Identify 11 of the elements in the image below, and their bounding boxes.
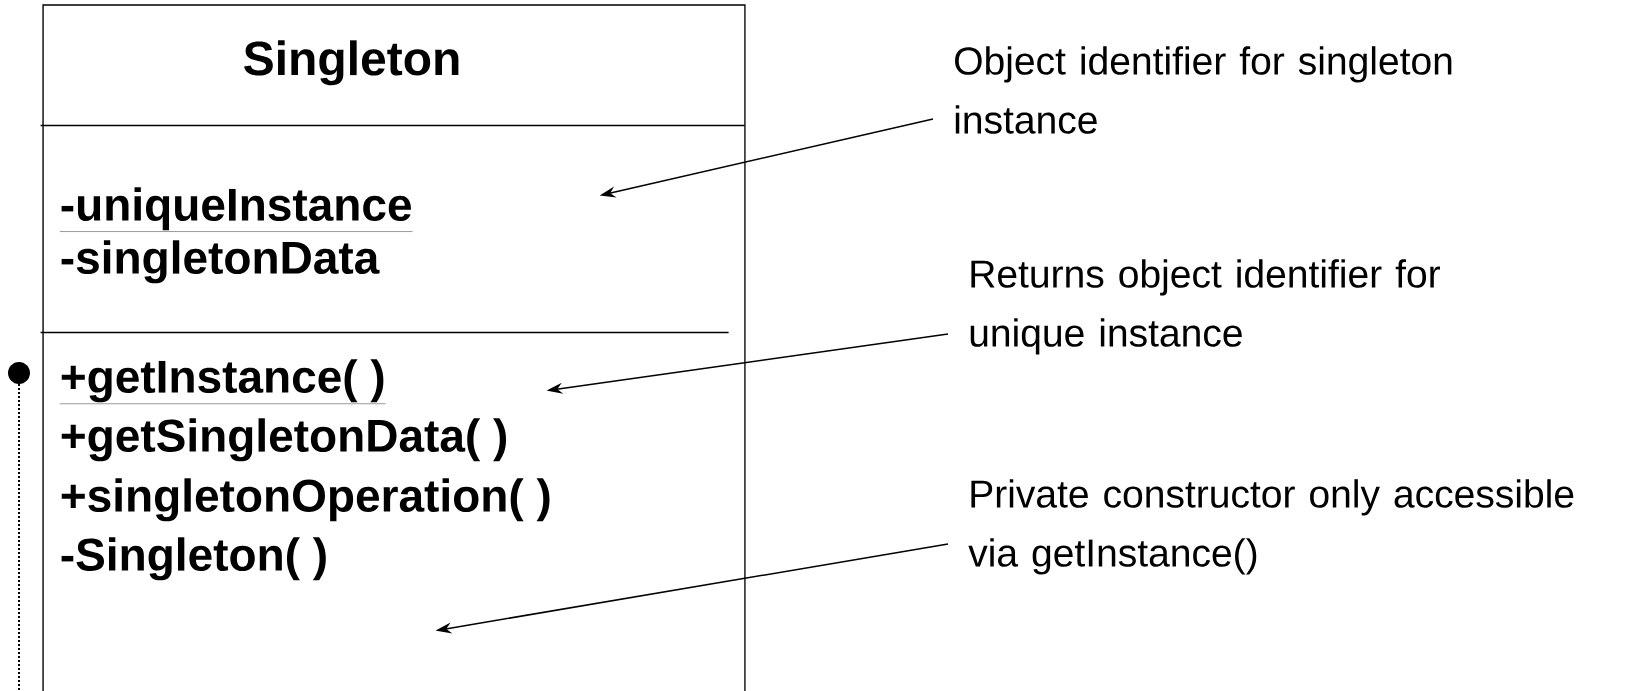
member-text: +getInstance( ) — [59, 359, 386, 404]
member-text: +getSingletonData( ) — [61, 418, 506, 462]
compartment — [39, 331, 730, 334]
member-text: +singletonOperation( ) — [61, 478, 550, 522]
compartment — [39, 124, 746, 127]
annotation-text: Returns object identifier for unique instance — [970, 259, 1440, 355]
annotation-text: Private constructor only accessible via getInstance() — [968, 479, 1574, 575]
member-text: -Singleton( ) — [61, 537, 326, 581]
annotation-text: Object identifier for singleton instance — [955, 46, 1452, 134]
member-text: -singletonData — [61, 240, 380, 284]
member-text: -uniqueInstance — [59, 187, 413, 232]
